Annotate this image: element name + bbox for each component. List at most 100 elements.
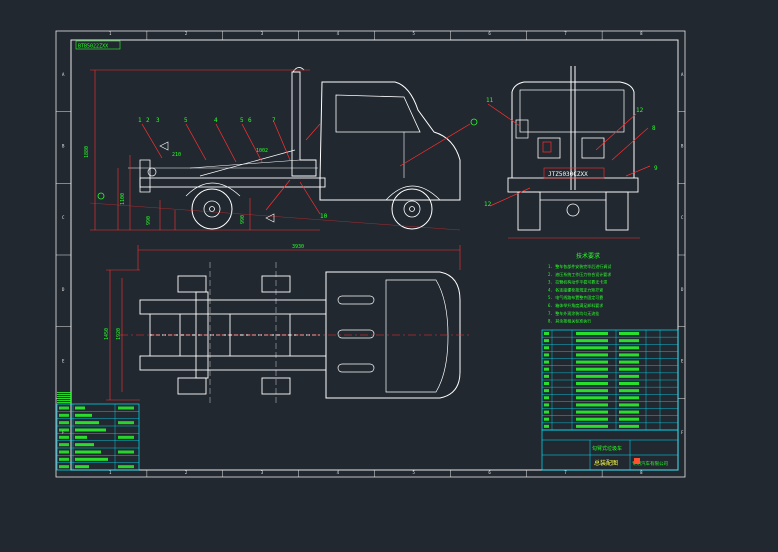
plan-view[interactable]: 3930 1450 1920 <box>104 244 470 405</box>
grid-row-label: B <box>62 144 65 149</box>
left-cell-fill <box>59 413 69 417</box>
rear-wheel-hub <box>203 200 221 218</box>
svg-text:990: 990 <box>240 215 246 224</box>
grid-row-label: B <box>681 144 684 149</box>
datum-marker <box>470 118 478 126</box>
grid-col-label: 2 <box>185 31 188 36</box>
strip-mark <box>57 394 71 395</box>
parts-cell-fill <box>544 396 549 400</box>
grid-col-label: 1 <box>109 470 112 475</box>
svg-text:6: 6 <box>248 117 252 124</box>
rear-wheel-right <box>605 191 629 231</box>
grid-row-label: D <box>681 287 684 292</box>
parts-cell-fill <box>619 417 639 421</box>
svg-text:5: 5 <box>240 117 244 124</box>
svg-text:8: 8 <box>652 125 656 132</box>
left-cell-fill <box>75 428 106 432</box>
left-cell-fill <box>75 406 85 410</box>
rear-window <box>519 89 625 133</box>
rear-side-box <box>515 119 529 139</box>
strip-mark <box>57 398 71 399</box>
parts-cell-fill <box>576 417 608 421</box>
plan-length-text: 3930 <box>292 244 304 250</box>
svg-text:9: 9 <box>654 165 658 172</box>
grid-col-label: 6 <box>488 31 491 36</box>
rear-wheel <box>191 188 233 230</box>
svg-text:1002: 1002 <box>256 148 268 154</box>
parts-cell-fill <box>576 339 608 343</box>
svg-text:11: 11 <box>486 97 494 104</box>
rear-control-box-right <box>581 137 605 159</box>
plate <box>543 167 605 179</box>
left-cell-fill <box>75 465 89 469</box>
rear-light <box>147 167 157 177</box>
left-table-frame <box>56 403 140 471</box>
rear-view[interactable]: JTZ5030CZXX 11 12 8 9 12 <box>484 66 658 239</box>
chassis-frame <box>139 177 326 188</box>
grid-row-label: C <box>681 215 684 220</box>
parts-cell-fill <box>544 382 549 385</box>
cab-window <box>335 94 421 133</box>
left-cell-fill <box>118 435 134 439</box>
strip-mark <box>57 392 71 393</box>
side-dimension-texts: 1880 1100 990 210 1002 990 <box>84 146 268 225</box>
grid-col-label: 4 <box>337 470 340 475</box>
plan-dimensions <box>106 245 461 401</box>
grid-row-label: C <box>62 215 65 220</box>
svg-text:1880: 1880 <box>84 146 90 158</box>
left-cell-fill <box>75 421 99 425</box>
grid-col-label: 5 <box>412 31 415 36</box>
side-leaders <box>141 121 471 215</box>
notes-line: 5. 电气线路布置整齐固定可靠 <box>548 294 603 300</box>
notes-line: 4. 各连接螺栓按规定力矩拧紧 <box>548 286 603 292</box>
left-cell-fill <box>59 421 69 425</box>
grid-col-label: 8 <box>640 470 643 475</box>
plate-text: JTZ5030CZXX <box>548 171 588 178</box>
parts-cell-fill <box>619 367 639 371</box>
parts-cell-fill <box>576 410 608 414</box>
parts-cell-fill <box>544 403 549 407</box>
front-wheel-arch <box>385 185 441 201</box>
parts-cell-fill <box>576 346 608 350</box>
arrow-marker-2 <box>265 213 275 223</box>
left-cell-fill <box>59 406 69 410</box>
parts-cell-fill <box>619 403 639 407</box>
notes-title: 技术要求 <box>576 252 600 260</box>
rear-bumper-bar <box>507 177 639 193</box>
title-block-drawing: 总装配图 <box>594 459 618 467</box>
parts-cell-fill <box>544 353 549 357</box>
svg-text:2: 2 <box>146 117 150 124</box>
grid-col-label: 3 <box>261 470 264 475</box>
left-cell-fill <box>118 421 134 425</box>
parts-cell-fill <box>544 346 549 350</box>
svg-text:5: 5 <box>184 117 188 124</box>
parts-cell-fill <box>544 417 549 421</box>
cab-outline <box>319 81 461 201</box>
left-cell-fill <box>59 435 69 439</box>
side-view[interactable]: 1 2 3 5 4 5 6 7 10 1880 1100 990 210 100… <box>84 67 478 231</box>
left-cell-fill <box>59 428 69 432</box>
parts-cell-fill <box>619 382 639 385</box>
parts-cell-fill <box>576 353 608 357</box>
notes-line: 8. 其余按相关标准执行 <box>548 318 591 324</box>
rear-diff <box>566 203 580 217</box>
rear-control-box-left <box>537 137 561 159</box>
title-block-right: 勾臂式垃圾车 总装配图 专用汽车有限公司 <box>541 429 679 471</box>
parts-cell-fill <box>544 339 549 343</box>
parts-cell-fill <box>544 389 549 393</box>
hook-cylinder-2 <box>189 159 301 169</box>
rear-balloons: 11 12 8 9 12 <box>484 97 658 208</box>
parts-cell-fill <box>576 367 608 371</box>
hook-arm <box>291 71 317 177</box>
left-cell-fill <box>75 450 101 454</box>
parts-cell-fill <box>544 424 549 428</box>
front-wheel <box>391 188 433 230</box>
parts-cell-fill <box>576 332 608 335</box>
rear-control-box-red <box>542 141 552 153</box>
parts-cell-fill <box>544 332 549 335</box>
parts-cell-fill <box>619 424 639 428</box>
title-block-company: 专用汽车有限公司 <box>632 460 668 467</box>
